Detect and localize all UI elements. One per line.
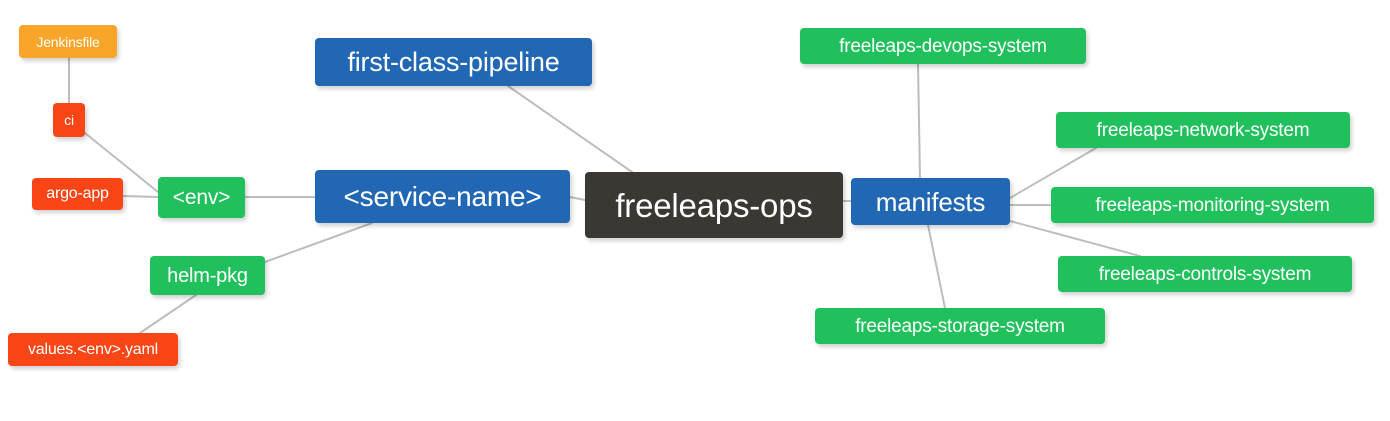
node-storage-system[interactable]: freeleaps-storage-system — [815, 308, 1105, 344]
edge-values-yaml-to-helm-pkg — [139, 294, 197, 334]
node-argo-app[interactable]: argo-app — [32, 178, 123, 210]
node-helm-pkg[interactable]: helm-pkg — [150, 256, 265, 295]
node-controls-system[interactable]: freeleaps-controls-system — [1058, 256, 1352, 292]
edge-helm-pkg-to-service-name — [264, 222, 373, 263]
node-manifests[interactable]: manifests — [851, 178, 1010, 225]
node-monitoring-system[interactable]: freeleaps-monitoring-system — [1051, 187, 1374, 223]
node-freeleaps-ops[interactable]: freeleaps-ops — [585, 172, 843, 238]
node-jenkinsfile[interactable]: Jenkinsfile — [19, 25, 117, 58]
node-service-name[interactable]: <service-name> — [315, 170, 570, 223]
edge-argo-app-to-env — [122, 195, 159, 198]
node-ci[interactable]: ci — [53, 103, 85, 137]
edge-manifests-to-storage-system — [927, 224, 946, 309]
node-env[interactable]: <env> — [158, 177, 245, 218]
node-first-class-pipeline[interactable]: first-class-pipeline — [315, 38, 592, 86]
node-devops-system[interactable]: freeleaps-devops-system — [800, 28, 1086, 64]
edge-first-class-pipeline-to-freeleaps-ops — [507, 85, 633, 173]
edge-service-name-to-freeleaps-ops — [569, 196, 586, 201]
node-values-yaml[interactable]: values.<env>.yaml — [8, 333, 178, 366]
node-network-system[interactable]: freeleaps-network-system — [1056, 112, 1350, 148]
edge-manifests-to-controls-system — [1009, 220, 1141, 257]
edge-manifests-to-devops-system — [917, 63, 921, 179]
